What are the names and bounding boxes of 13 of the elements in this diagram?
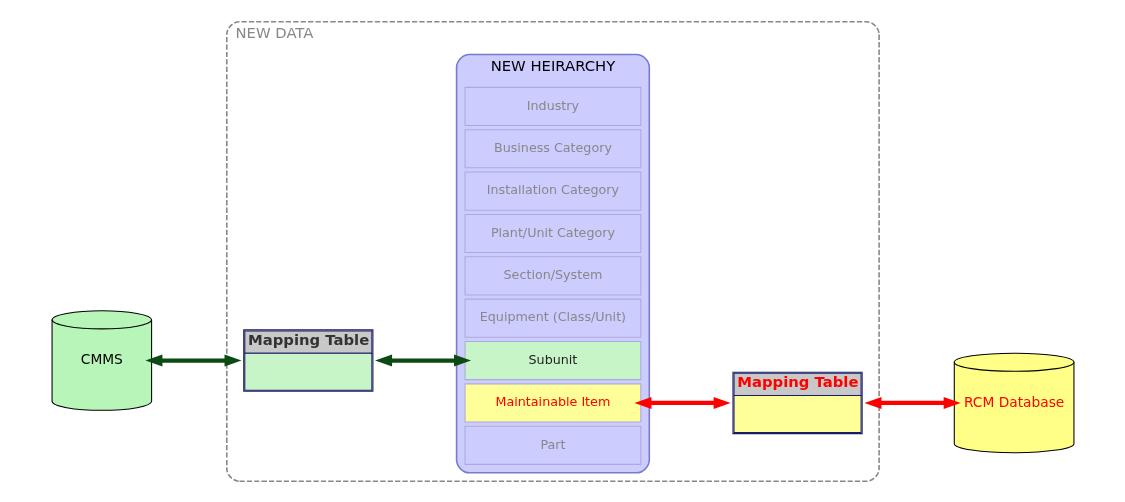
node-box: Plant/Unit Category	[464, 213, 641, 253]
arrow	[864, 396, 961, 409]
node-box: Business Category	[464, 128, 641, 168]
node-box: Part	[464, 425, 641, 465]
arrow	[144, 354, 242, 367]
arrow	[633, 396, 731, 409]
node-box: Equipment (Class/Unit)	[464, 298, 641, 338]
node-box: Section/System	[464, 255, 641, 295]
node-box: Industry	[464, 86, 641, 126]
node-box: Maintainable Item	[464, 382, 641, 422]
arrow	[374, 354, 471, 367]
node-box: Installation Category	[464, 171, 641, 211]
node-box: Subunit	[464, 340, 641, 380]
